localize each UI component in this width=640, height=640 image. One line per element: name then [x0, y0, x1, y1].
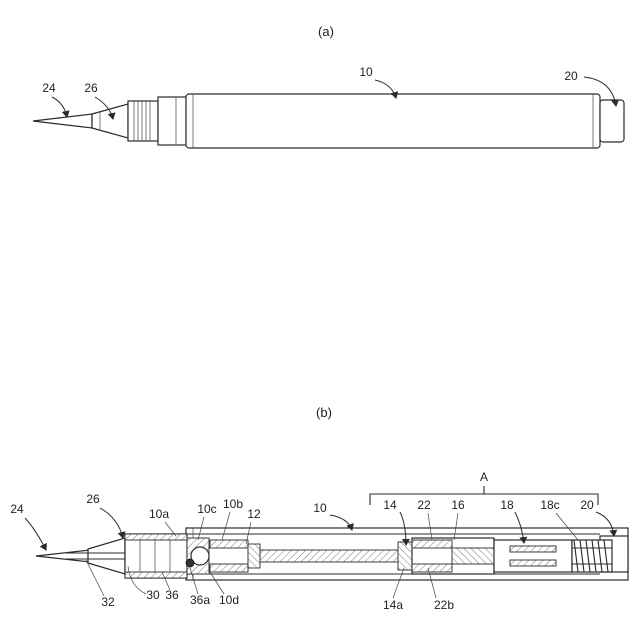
- label-b-18c: 18c: [540, 498, 559, 512]
- label-b-20: 20: [580, 498, 594, 512]
- label-24: 24: [42, 81, 56, 95]
- bracket-a-label: A: [480, 470, 488, 484]
- pen-tip: [33, 114, 92, 128]
- central-shaft: [260, 550, 405, 562]
- figure-b-caption: (b): [316, 405, 332, 420]
- label-b-22: 22: [417, 498, 431, 512]
- label-b-18: 18: [500, 498, 514, 512]
- label-b-10: 10: [313, 501, 327, 515]
- component-18: [494, 540, 572, 572]
- label-b-26: 26: [86, 492, 100, 506]
- label-b-24: 24: [10, 502, 24, 516]
- label-b-12: 12: [247, 507, 261, 521]
- label-10: 10: [359, 65, 373, 79]
- mechanism-section: [398, 538, 494, 574]
- pen-knock: [600, 100, 624, 142]
- figure-b: (b) A: [10, 405, 628, 612]
- bracket-a: A: [370, 470, 598, 505]
- label-b-32: 32: [101, 595, 115, 609]
- label-b-16: 16: [451, 498, 465, 512]
- label-b-10c: 10c: [197, 502, 216, 516]
- figure-a: (a) 24 26 10 20: [33, 24, 624, 148]
- label-20: 20: [564, 69, 578, 83]
- grip-section: [128, 101, 158, 141]
- label-b-36a: 36a: [190, 593, 210, 607]
- front-grip-section: [125, 534, 187, 578]
- label-26: 26: [84, 81, 98, 95]
- label-b-14a: 14a: [383, 598, 403, 612]
- pen-barrel: [186, 94, 600, 148]
- label-b-14: 14: [383, 498, 397, 512]
- label-b-10d: 10d: [219, 593, 239, 607]
- spring-18c: [572, 540, 612, 572]
- label-b-36: 36: [165, 588, 179, 602]
- figure-a-caption: (a): [318, 24, 334, 39]
- section-cone: [88, 538, 125, 574]
- label-b-10b: 10b: [223, 497, 243, 511]
- section-tip: [36, 550, 90, 562]
- label-b-22b: 22b: [434, 598, 454, 612]
- label-b-10a: 10a: [149, 507, 169, 521]
- label-b-30: 30: [146, 588, 160, 602]
- pen-cone: [92, 104, 128, 138]
